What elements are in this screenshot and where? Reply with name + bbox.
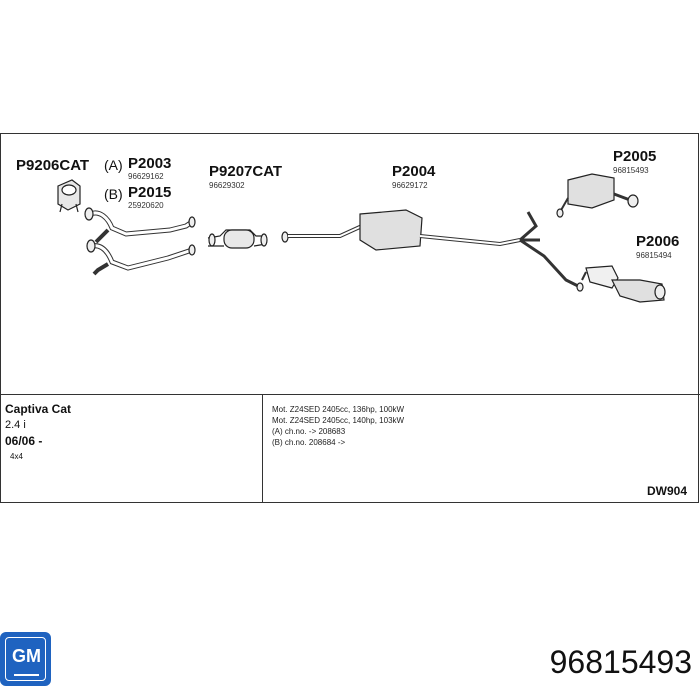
diagram-code: DW904 <box>647 484 688 498</box>
chassis-note-b: (B) ch.no. 208684 -> <box>272 438 346 447</box>
part-number-p2004: 96629172 <box>392 181 428 190</box>
gm-logo-text: GM <box>12 646 41 666</box>
variant-label-a: (A) <box>104 157 123 173</box>
chassis-note-a: (A) ch.no. -> 208683 <box>272 427 346 436</box>
part-number-p2015: 25920620 <box>128 201 164 210</box>
p9206cat-drawing <box>57 179 81 213</box>
p9207cat-drawing <box>207 229 268 249</box>
engine-note-1: Mot. Z24SED 2405cc, 136hp, 100kW <box>272 405 405 414</box>
diagram-frame <box>0 133 699 503</box>
part-code-p2003: P2003 <box>128 155 172 172</box>
vehicle-date: 06/06 - <box>5 434 43 448</box>
part-code-p2004: P2004 <box>392 163 436 180</box>
info-divider <box>0 394 700 395</box>
part-code-p2006: P2006 <box>636 233 680 250</box>
p2003-drawing <box>84 207 196 244</box>
part-code-p9207cat: P9207CAT <box>209 163 283 180</box>
p2006-drawing <box>581 265 666 303</box>
part-code-p9206cat: P9206CAT <box>16 157 90 174</box>
product-part-number: 96815493 <box>549 644 692 680</box>
variant-label-b: (B) <box>104 186 123 202</box>
part-number-p9207cat: 96629302 <box>209 181 245 190</box>
gm-logo: GM <box>0 632 51 686</box>
info-column-divider <box>262 395 263 503</box>
part-code-p2005: P2005 <box>613 148 657 165</box>
part-number-p2006: 96815494 <box>636 251 672 260</box>
vehicle-drive: 4x4 <box>10 452 23 461</box>
p2005-drawing <box>556 173 639 218</box>
p2015-drawing <box>86 239 196 276</box>
part-number-p2003: 96629162 <box>128 172 164 181</box>
part-code-p2015: P2015 <box>128 184 172 201</box>
vehicle-engine: 2.4 i <box>5 419 26 431</box>
vehicle-model: Captiva Cat <box>5 402 72 416</box>
part-number-p2005: 96815493 <box>613 166 649 175</box>
engine-note-2: Mot. Z24SED 2405cc, 140hp, 103kW <box>272 416 405 425</box>
p2004-drawing <box>281 209 584 292</box>
